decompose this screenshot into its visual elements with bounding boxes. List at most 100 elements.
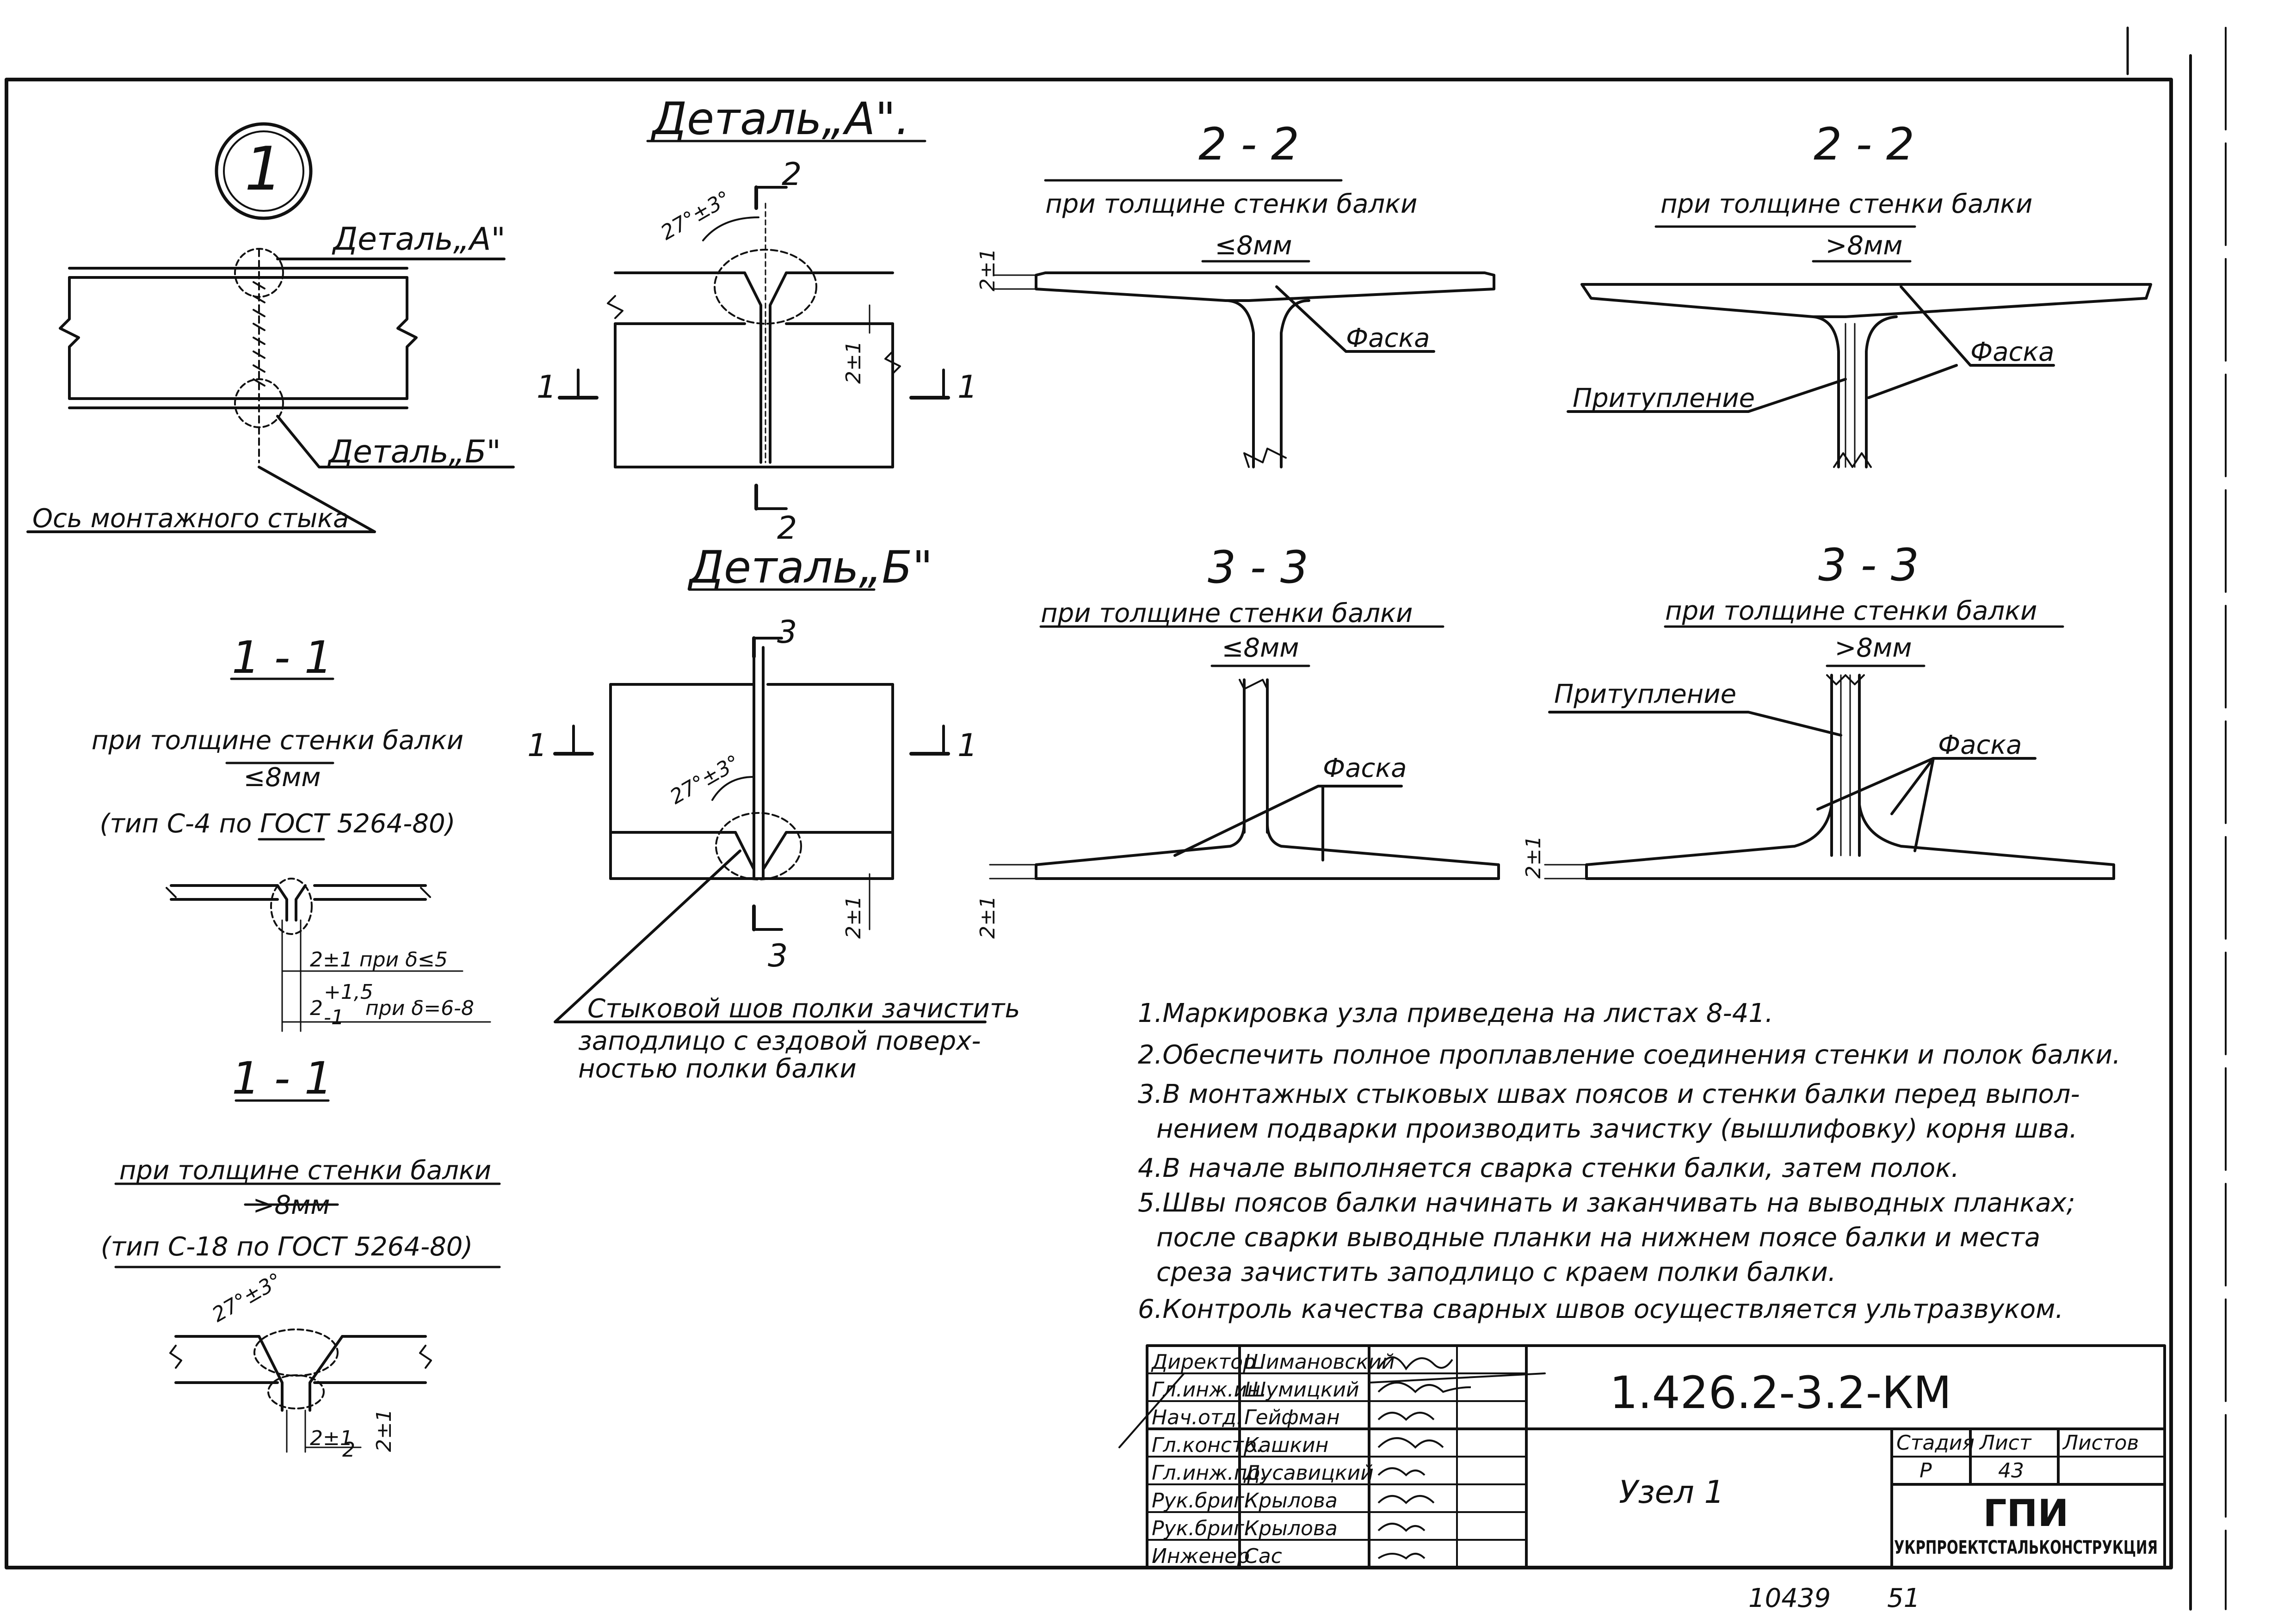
section-1-1-b-line1: при толщине стенки балки (119, 1156, 491, 1186)
note-4: 4.В начале выполняется сварка стенки бал… (1138, 1153, 1959, 1183)
section-2-2-a-line2: ≤8мм (1215, 231, 1292, 261)
detail-a-title: Деталь„А". (650, 93, 910, 145)
footer-number-1: 10439 (1748, 1583, 1831, 1613)
tb-name-5: Дусавицкий (1243, 1461, 1374, 1485)
section-2-2-b-blunt: Притупление (1573, 383, 1755, 413)
axis-label: Ось монтажного стыка (32, 504, 349, 534)
section-1-1-a-line1: при толщине стенки балки (92, 726, 463, 756)
section-2-2-a-line1: при толщине стенки балки (1045, 189, 1417, 219)
detail-a-callout-circle (234, 248, 284, 298)
detail-b-note-line1: Стыковой шов полки зачистить (587, 994, 1020, 1024)
detail-a-section-2-bottom: 2 (777, 510, 797, 547)
section-1-1-a-title: 1 - 1 (232, 632, 333, 683)
tb-role-2: Гл.инж.ин. (1152, 1378, 1267, 1402)
tb-role-8: Инженер (1152, 1544, 1250, 1568)
section-1-1-a-dim2-tol-up: +1,5 (324, 980, 373, 1004)
detail-a-callout-label: Деталь„А" (332, 221, 506, 258)
section-1-1-b-line2: >8мм (253, 1190, 330, 1220)
section-2-2-a-chamfer: Фаска (1346, 323, 1430, 353)
section-3-3-a-dim: 2±1 (976, 896, 1000, 939)
section-2-2-b-line2: >8мм (1825, 231, 1902, 261)
section-3-3-b-dim: 2±1 (1522, 836, 1545, 879)
tb-org-name: УКРПРОЕКТСТАЛЬКОНСТРУКЦИЯ (1894, 1537, 2158, 1558)
section-2-2-a-drawing (994, 179, 1495, 468)
detail-b-callout-circle (234, 378, 284, 428)
note-5-cont2: среза зачистить заподлицо с краем полки … (1156, 1257, 1836, 1287)
detail-a-drawing (558, 140, 950, 511)
section-1-1-b-title: 1 - 1 (232, 1052, 333, 1104)
tb-doc-code: 1.426.2-3.2-КМ (1610, 1367, 1951, 1419)
section-3-3-b-blunt: Притупление (1554, 679, 1736, 709)
detail-b-drawing (553, 588, 987, 1023)
section-3-3-b-title: 3 - 3 (1818, 539, 1919, 591)
tb-role-4: Гл.констр. (1152, 1433, 1263, 1457)
section-2-2-b-drawing (1567, 225, 2152, 468)
section-1-1-a-dim2-main: 2 (310, 997, 323, 1020)
section-1-1-a-line3: (тип С-4 по ГОСТ 5264-80) (100, 809, 456, 839)
section-3-3-a-title: 3 - 3 (1208, 541, 1308, 593)
drawing-frame (5, 78, 2173, 1569)
tb-role-1: Директор (1151, 1350, 1256, 1374)
section-1-1-b-gap-sub: 2 (342, 1438, 355, 1462)
detail-b-section-1-left: 1 (527, 727, 547, 764)
tb-sheet: 43 (1998, 1459, 2024, 1483)
tb-name-3: Гейфман (1244, 1406, 1340, 1429)
detail-a-angle: 27°±3° (657, 186, 734, 245)
section-3-3-b-line1: при толщине стенки балки (1665, 596, 2037, 626)
detail-a-section-1-right: 1 (957, 369, 977, 406)
tb-name-2: Шумицкий (1244, 1378, 1359, 1402)
detail-b-note-line2: заподлицо с ездовой поверх- (578, 1026, 981, 1056)
section-1-1-b-angle: 27°±3° (208, 1268, 286, 1327)
section-2-2-a-dim: 2±1 (976, 248, 1000, 291)
node-number: 1 (245, 134, 283, 204)
section-1-1-a-dim2-tol-dn: -1 (324, 1006, 344, 1029)
section-3-3-a-chamfer: Фаска (1323, 753, 1407, 783)
section-2-2-a-title: 2 - 2 (1198, 118, 1299, 170)
section-1-1-b-gap: 2±1 (310, 1427, 353, 1450)
tb-title: Узел 1 (1619, 1474, 1724, 1511)
section-3-3-a-drawing (989, 625, 1500, 880)
detail-b-callout-label: Деталь„Б" (327, 434, 501, 470)
detail-a-section-2-top: 2 (782, 156, 802, 193)
detail-b-note-line3: ностью полки балки (578, 1054, 857, 1084)
detail-a-section-1-left: 1 (537, 369, 556, 406)
section-1-1-a-drawing (166, 677, 491, 1032)
section-1-1-a-dim2-suffix: при δ=6-8 (365, 997, 474, 1020)
detail-b-section-3-top: 3 (777, 614, 797, 651)
note-3-cont: нением подварки производить зачистку (вы… (1156, 1114, 2078, 1144)
tb-name-7: Крылова (1244, 1517, 1338, 1540)
section-1-1-b-height: 2±1 (372, 1409, 396, 1452)
note-1: 1.Маркировка узла приведена на листах 8-… (1138, 998, 1773, 1028)
tb-role-6: Рук.бриг. (1152, 1489, 1251, 1513)
section-2-2-b-title: 2 - 2 (1814, 118, 1914, 170)
tb-role-7: Рук.бриг. (1152, 1517, 1251, 1540)
section-2-2-b-chamfer: Фаска (1970, 337, 2054, 367)
detail-b-angle: 27°±3° (666, 750, 744, 809)
note-3: 3.В монтажных стыковых швах поясов и сте… (1138, 1079, 2080, 1109)
title-block-grid (1118, 1344, 2166, 1569)
tb-name-6: Крылова (1244, 1489, 1338, 1513)
section-1-1-b-line3: (тип С-18 по ГОСТ 5264-80) (101, 1232, 473, 1262)
note-2: 2.Обеспечить полное проплавление соедине… (1138, 1040, 2121, 1070)
detail-b-gap-dim: 2±1 (842, 896, 865, 939)
section-3-3-b-drawing (1544, 625, 2115, 880)
note-6: 6.Контроль качества сварных швов осущест… (1138, 1294, 2063, 1324)
section-1-1-b-drawing (114, 1099, 501, 1453)
node-overview (26, 122, 515, 533)
tb-name-4: Кашкин (1244, 1433, 1328, 1457)
tb-org-logo: ГПИ (1983, 1492, 2069, 1535)
detail-b-section-1-right: 1 (957, 727, 977, 764)
detail-a-gap-dim: 2±1 (842, 341, 865, 384)
signatures (1377, 1356, 1471, 1560)
detail-b-title: Деталь„Б" (687, 541, 933, 593)
tb-sheets-label: Листов (2062, 1431, 2139, 1455)
note-5-cont1: после сварки выводные планки на нижнем п… (1156, 1223, 2040, 1253)
section-2-2-b-line1: при толщине стенки балки (1660, 189, 2032, 219)
section-3-3-a-line2: ≤8мм (1222, 633, 1299, 663)
tb-sheet-label: Лист (1979, 1431, 2032, 1455)
section-3-3-b-line2: >8мм (1834, 633, 1912, 663)
general-notes: 1.Маркировка узла приведена на листах 8-… (1138, 998, 2121, 1324)
tb-role-3: Нач.отд. (1152, 1406, 1243, 1429)
tb-role-5: Гл.инж.пр. (1152, 1461, 1266, 1485)
